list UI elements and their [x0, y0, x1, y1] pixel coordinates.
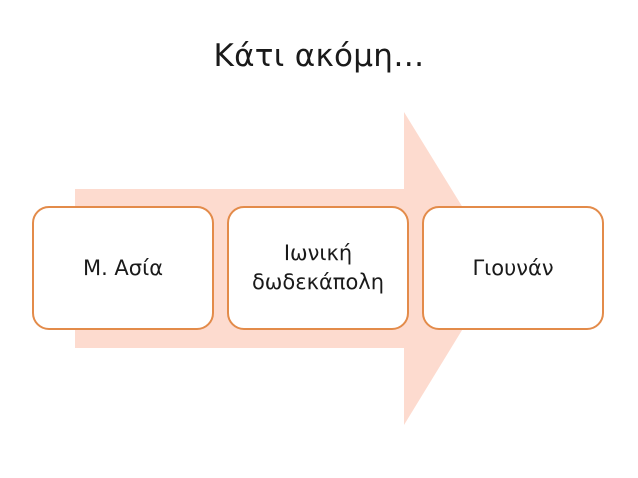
slide-title: Κάτι ακόμη… [213, 38, 425, 74]
process-step-3: Γιουνάν [422, 206, 604, 330]
process-step-3-label: Γιουνάν [472, 255, 554, 280]
process-step-2-label-line-2: δωδεκάπολη [251, 270, 385, 294]
process-step-1-label: Μ. Ασία [82, 255, 164, 280]
process-step-2: Ιωνική δωδεκάπολη [227, 206, 409, 330]
process-step-2-label-line-1: Ιωνική [283, 241, 353, 265]
process-step-1: Μ. Ασία [32, 206, 214, 330]
